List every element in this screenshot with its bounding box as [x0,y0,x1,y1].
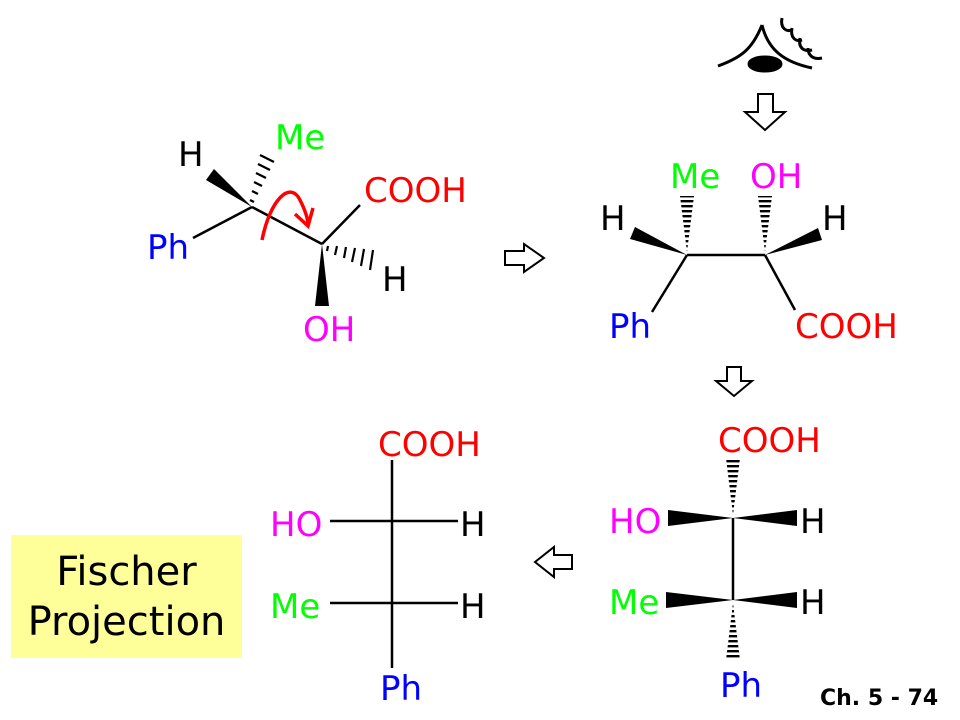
label-ho: HO [609,502,661,542]
wedge-bond-h-left [630,227,687,255]
label-ph: Ph [609,307,651,347]
eclipsed-structure: Me OH H H Ph COOH [600,157,898,347]
label-oh: OH [303,310,355,350]
rotation-arrow-icon [260,190,315,241]
label-me: Me [670,157,720,197]
wedge-bond-h-right [765,228,822,255]
label-h2: H [800,583,826,623]
wedge-bond-oh [315,244,329,306]
hash-bond-ph [726,603,740,660]
hash-bond-me [249,154,275,203]
sawhorse-structure: H Me Ph COOH H OH [147,118,467,350]
label-h-left: H [600,199,626,239]
caption-line-2: Projection [27,598,226,645]
label-cooh: COOH [718,421,821,461]
eye-icon [717,17,823,73]
label-ho: HO [270,505,322,545]
label-ph: Ph [147,228,189,268]
label-h-right: H [382,260,408,300]
label-h-right: H [822,199,848,239]
fischer-projection-caption: Fischer Projection [11,535,242,658]
arrow-down-icon [713,366,755,398]
hash-bond-h [325,245,375,271]
bond-cooh [321,204,361,245]
caption-line-1: Fischer [56,548,197,595]
label-me: Me [609,583,659,623]
bond-ph [650,254,689,313]
bond-cooh [763,254,797,311]
c-c-bond [251,205,323,246]
label-h2: H [460,587,486,627]
label-cooh: COOH [364,171,467,211]
wedge-bond-h2 [733,592,797,608]
label-ph: Ph [720,666,762,706]
label-me: Me [270,587,320,627]
bond-ph [192,205,253,240]
wedge-bond-ho [668,510,733,526]
hash-bond-me [680,196,694,252]
label-ph: Ph [380,669,422,709]
wedge-structure: COOH HO H Me H Ph [609,421,826,706]
wedge-bond-h1 [733,510,797,526]
slide-number: Ch. 5 - 74 [820,686,939,711]
label-cooh: COOH [795,307,898,347]
wedge-bond-me [666,592,733,608]
label-h1: H [800,502,826,542]
arrow-left-icon [533,544,573,580]
label-cooh: COOH [378,425,481,465]
label-oh: OH [750,157,802,197]
arrow-down-icon [742,93,788,132]
fischer-structure: COOH HO H Me H Ph [270,425,486,709]
hash-bond-oh [758,196,772,252]
label-h1: H [460,505,486,545]
label-h-top: H [178,135,204,175]
label-me: Me [275,118,325,158]
arrow-right-icon [504,242,546,274]
hash-bond-cooh [726,458,740,515]
wedge-bond-h [206,169,252,207]
